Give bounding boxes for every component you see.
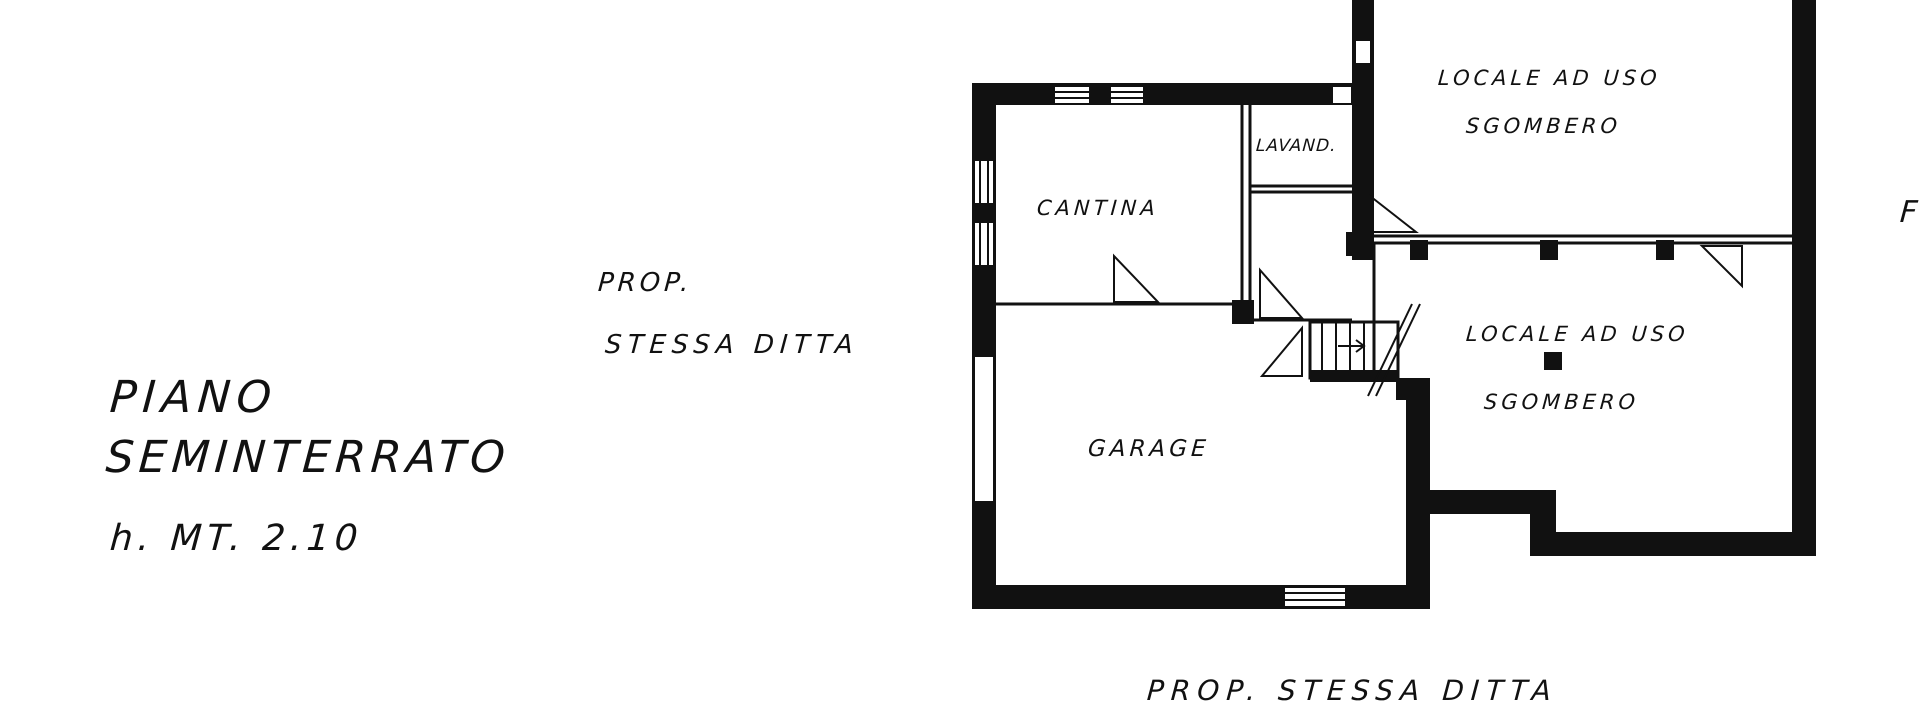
exterior-walls (972, 0, 1816, 609)
door-cantina (1113, 253, 1161, 303)
window-north-2 (1109, 85, 1145, 105)
room-label-cantina: CANTINA (1036, 196, 1160, 220)
pillar-3 (1656, 240, 1674, 260)
room-label-locale-upper-line2: SGOMBERO (1465, 114, 1622, 138)
door-corridor (1259, 267, 1305, 319)
edge-glyph: F (1898, 195, 1919, 230)
wall-junctions (1232, 232, 1674, 382)
junction-locale-left (1346, 232, 1370, 256)
drawing-title-line2: SEMINTERRATO (104, 432, 512, 483)
stairs (1321, 303, 1421, 397)
window-west-3 (973, 355, 995, 503)
neighbor-label-top-line1: PROP. (596, 268, 694, 298)
north-wall-left (972, 83, 1352, 105)
doors (1113, 193, 1743, 377)
height-note: h. MT. 2.10 (108, 518, 364, 559)
center-pillar (1544, 352, 1562, 370)
window-west-2 (973, 221, 995, 267)
door-locale-upper (1369, 193, 1419, 233)
interior-walls (996, 105, 1792, 380)
notch-bottom-wall (1530, 532, 1816, 556)
windows (973, 39, 1372, 608)
room-label-locale-lower-line2: SGOMBERO (1483, 390, 1640, 414)
stair-enclosure (1308, 320, 1400, 380)
window-south (1283, 586, 1347, 608)
south-wall-garage (972, 585, 1430, 609)
neighbor-label-top-line2: STESSA DITTA (603, 330, 860, 360)
east-wall-right (1792, 0, 1816, 556)
junction-cantina (1232, 300, 1254, 324)
room-label-locale-upper-line1: LOCALE AD USO (1437, 66, 1662, 90)
neighbor-label-bottom: PROP. STESSA DITTA (1145, 674, 1560, 707)
room-label-garage: GARAGE (1087, 436, 1211, 462)
door-garage-stair (1259, 325, 1303, 377)
pillar-2 (1540, 240, 1558, 260)
room-label-locale-lower-line1: LOCALE AD USO (1465, 322, 1690, 346)
room-label-lavanderia: LAVAND. (1255, 136, 1338, 156)
east-stub (1396, 378, 1430, 400)
window-north-1 (1053, 85, 1091, 105)
window-north-3 (1331, 85, 1353, 105)
drawing-title-line1: PIANO (108, 372, 279, 423)
window-central (1354, 39, 1372, 65)
window-west-1 (973, 159, 995, 205)
door-locale-lower (1699, 245, 1743, 289)
pillar-1 (1410, 240, 1428, 260)
